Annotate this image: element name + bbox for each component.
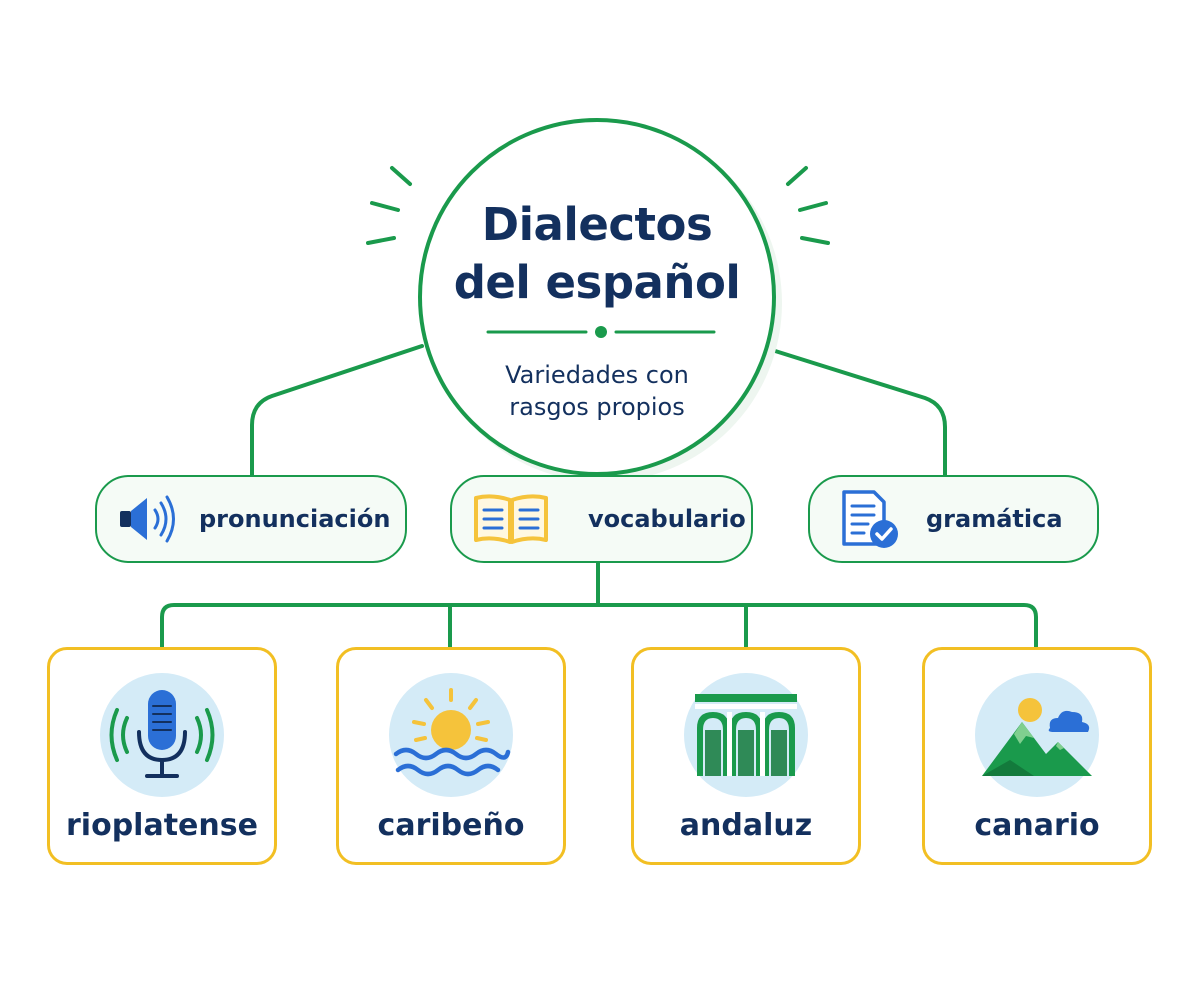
dialect-card-rioplatense: rioplatense bbox=[47, 647, 277, 865]
divider-dot-icon bbox=[486, 326, 716, 338]
microphone-icon bbox=[100, 673, 224, 797]
connector-gramatica bbox=[770, 348, 947, 477]
dialect-label: rioplatense bbox=[66, 808, 258, 843]
dialect-card-canario: canario bbox=[922, 647, 1152, 865]
page-title: Dialectos del español bbox=[422, 196, 772, 312]
dialect-label: canario bbox=[974, 808, 1100, 843]
arches-icon bbox=[684, 673, 808, 797]
connector-bus bbox=[160, 561, 1038, 649]
subtitle: Variedades con rasgos propios bbox=[422, 359, 772, 423]
feature-label: pronunciación bbox=[199, 505, 391, 533]
open-book-icon bbox=[474, 494, 548, 544]
document-check-icon bbox=[842, 490, 898, 548]
dialect-label: caribeño bbox=[377, 808, 525, 843]
sun-waves-icon bbox=[389, 673, 513, 797]
connector-pronunciacion bbox=[250, 344, 424, 477]
feature-label: gramática bbox=[926, 505, 1063, 533]
speaker-icon bbox=[120, 495, 175, 543]
title-line-2: del español bbox=[453, 256, 741, 309]
feature-gramatica: gramática bbox=[808, 475, 1099, 563]
subtitle-line-2: rasgos propios bbox=[509, 393, 685, 421]
feature-label: vocabulario bbox=[588, 505, 746, 533]
dialect-label: andaluz bbox=[679, 808, 813, 843]
feature-vocabulario: vocabulario bbox=[450, 475, 753, 563]
title-line-1: Dialectos bbox=[481, 198, 713, 251]
central-concept: Dialectos del español Variedades con ras… bbox=[418, 118, 776, 476]
dialect-card-andaluz: andaluz bbox=[631, 647, 861, 865]
feature-pronunciacion: pronunciación bbox=[95, 475, 407, 563]
mountain-cloud-icon bbox=[975, 673, 1099, 797]
subtitle-line-1: Variedades con bbox=[505, 361, 689, 389]
dialect-card-caribeno: caribeño bbox=[336, 647, 566, 865]
decorative-rays bbox=[366, 166, 830, 245]
